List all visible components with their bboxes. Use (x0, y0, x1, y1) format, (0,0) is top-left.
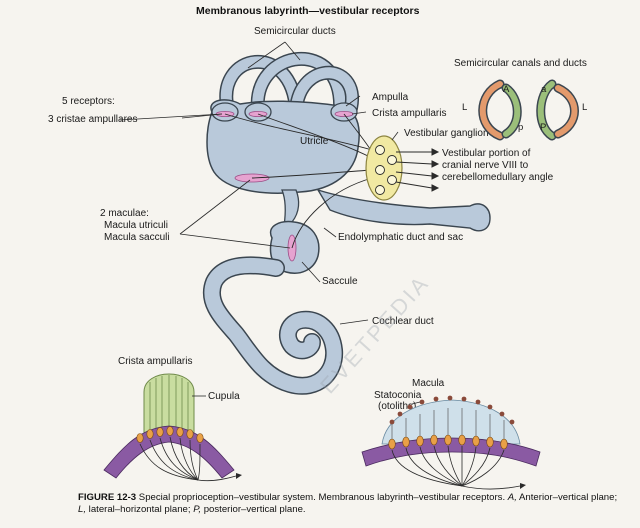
maculae-label-line2: Macula utriculi (104, 220, 168, 231)
inset-letter-A: A (503, 84, 510, 95)
macula-detail: Macula Statoconia (otoliths) (361, 378, 541, 490)
receptors-label-line1: 5 receptors: (62, 96, 115, 107)
inset-letter-P: P (540, 122, 546, 133)
statoconia-label-line2: (otoliths) (378, 401, 416, 412)
inset-letter-p: p (518, 122, 523, 133)
membranous-labyrinth (202, 52, 491, 395)
inset-title: Semicircular canals and ducts (454, 58, 587, 69)
caption-text-1: Special proprioception–vestibular system… (136, 492, 508, 503)
nerve-label-line3: cerebellomedullary angle (442, 172, 554, 183)
caption-text-2: Anterior–vertical plane; (516, 492, 618, 503)
maculae-label-line3: Macula sacculi (104, 232, 170, 243)
maculae-label-line1: 2 maculae: (100, 208, 149, 219)
inset-letter-a: a (541, 84, 547, 95)
caption-abbr-A: A, (507, 492, 517, 503)
caption-text-3: lateral–horizontal plane; (86, 504, 194, 515)
vestibular-ganglion-label: Vestibular ganglion (404, 128, 489, 139)
canals-inset: Semicircular canals and ducts A a L L p … (454, 58, 587, 141)
semicircular-ducts-label: Semicircular ducts (254, 26, 336, 37)
macula-detail-title: Macula (412, 378, 445, 389)
figure-title: Membranous labyrinth—vestibular receptor… (196, 5, 420, 17)
cochlear-duct-label: Cochlear duct (372, 316, 434, 327)
ampulla-label: Ampulla (372, 92, 409, 103)
nerve-label-line1: Vestibular portion of (442, 148, 531, 159)
nerve-fibers (224, 113, 373, 249)
statoconia-label-line1: Statoconia (374, 390, 422, 401)
cupula-label: Cupula (208, 391, 240, 402)
caption-abbr-L: L, (78, 504, 87, 515)
utricle-label: Utricle (300, 136, 329, 147)
inset-letter-L-left: L (462, 102, 467, 113)
caption-figure-number: FIGURE 12-3 (78, 492, 137, 503)
crista-detail-title: Crista ampullaris (118, 356, 192, 367)
crista-ampullaris-label: Crista ampullaris (372, 108, 446, 119)
caption-text-4: posterior–vertical plane. (201, 504, 306, 515)
endolymphatic-label: Endolymphatic duct and sac (338, 232, 463, 243)
nerve-arrows (395, 148, 440, 192)
crista-detail: Crista ampullaris (103, 356, 242, 482)
vestibular-ganglion (365, 135, 403, 201)
caption-abbr-P: P, (193, 504, 202, 515)
leader-lines (119, 41, 399, 325)
figure-caption: FIGURE 12-3 Special proprioception–vesti… (78, 492, 618, 516)
nerve-label-line2: cranial nerve VIII to (442, 160, 529, 171)
inset-letter-L-right: L (582, 102, 587, 113)
saccule-label: Saccule (322, 276, 358, 287)
receptors-label-line2: 3 cristae ampullares (48, 114, 137, 125)
